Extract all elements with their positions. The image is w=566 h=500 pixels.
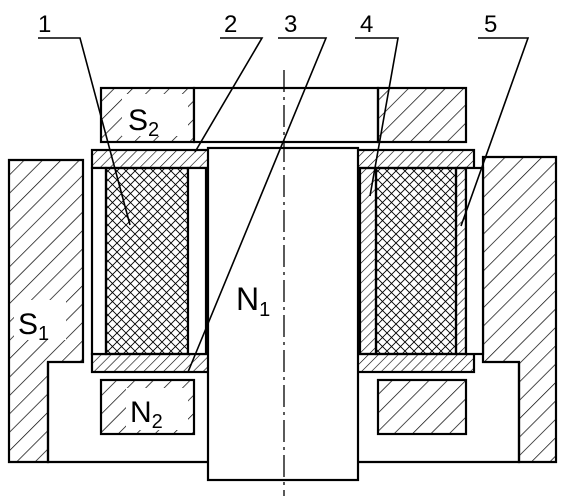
callout-1: 1 xyxy=(38,11,51,38)
upper-magnet-right-block xyxy=(376,86,468,144)
leader-3 xyxy=(187,37,328,373)
label-s1: S1 xyxy=(18,308,49,345)
leader-lines xyxy=(38,37,530,373)
left-inner-sleeve xyxy=(186,166,208,356)
right-bobbin-wall xyxy=(358,166,378,356)
left-outer-sleeve xyxy=(90,166,108,356)
label-n1: N1 xyxy=(236,281,270,321)
label-s2: S2 xyxy=(128,104,159,141)
callout-3: 3 xyxy=(284,11,297,38)
n2-label-bg xyxy=(126,388,188,430)
left-winding-assembly xyxy=(90,166,208,356)
callout-2: 2 xyxy=(224,11,237,38)
left-coil-winding xyxy=(104,166,190,356)
right-winding-assembly xyxy=(358,166,485,356)
right-outer-sleeve xyxy=(464,166,485,356)
s2-label-bg xyxy=(122,94,188,136)
callout-4: 4 xyxy=(360,11,373,38)
outer-housing-bottom-frame xyxy=(46,362,521,464)
right-coil-winding xyxy=(374,166,458,356)
callout-5: 5 xyxy=(484,11,497,38)
leader-1 xyxy=(38,37,131,226)
label-n2: N2 xyxy=(130,396,163,433)
central-core-n1 xyxy=(206,146,360,482)
callout-labels: 1 2 3 4 5 xyxy=(38,11,497,38)
s1-label-bg xyxy=(14,300,66,340)
region-labels: S2 S1 N1 N2 xyxy=(14,94,270,433)
leader-4 xyxy=(355,37,399,197)
lower-magnet-right-block xyxy=(376,378,468,436)
leader-5 xyxy=(460,37,530,227)
leader-2 xyxy=(194,37,264,153)
right-inner-sleeve xyxy=(454,166,468,356)
